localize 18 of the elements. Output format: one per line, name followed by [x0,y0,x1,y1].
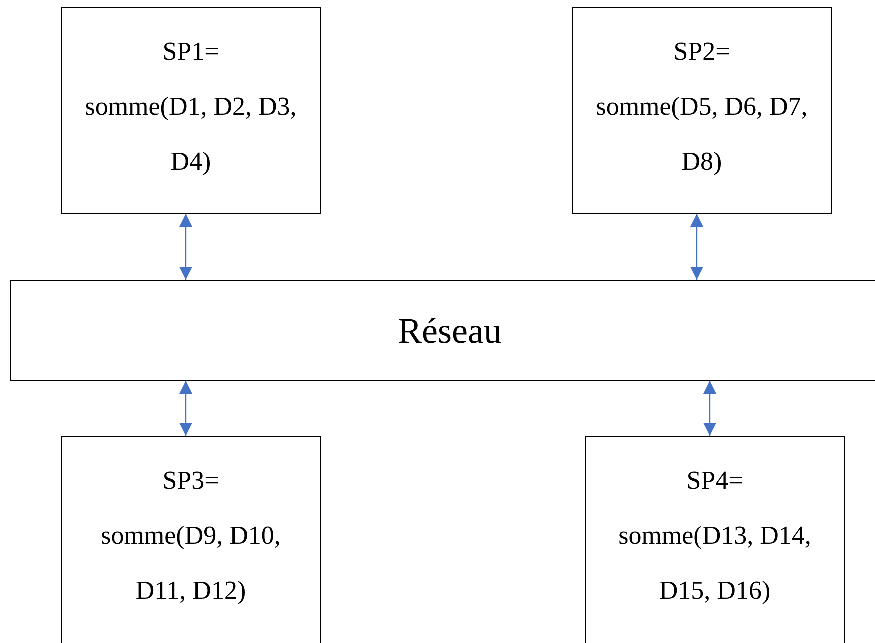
double-arrow [690,214,704,280]
network-box [10,280,875,381]
node-text: Réseau [398,310,502,350]
process-box [585,436,845,643]
node-text: SP3= [162,465,220,497]
process-box [572,7,832,214]
node-text: somme(D1, D2, D3, D4) [84,91,298,178]
node-text: SP4= [686,465,744,497]
node-text: somme(D9, D10, D11, D12) [100,520,282,607]
process-box [61,436,321,643]
process-box [61,7,321,214]
node-text: SP1= [162,36,220,68]
double-arrow [704,381,716,436]
node-text: somme(D5, D6, D7, D8) [595,91,809,178]
node-text: SP2= [674,36,730,68]
double-arrow [180,214,192,280]
node-text: somme(D13, D14, D15, D16) [618,520,812,607]
double-arrow [180,381,192,436]
